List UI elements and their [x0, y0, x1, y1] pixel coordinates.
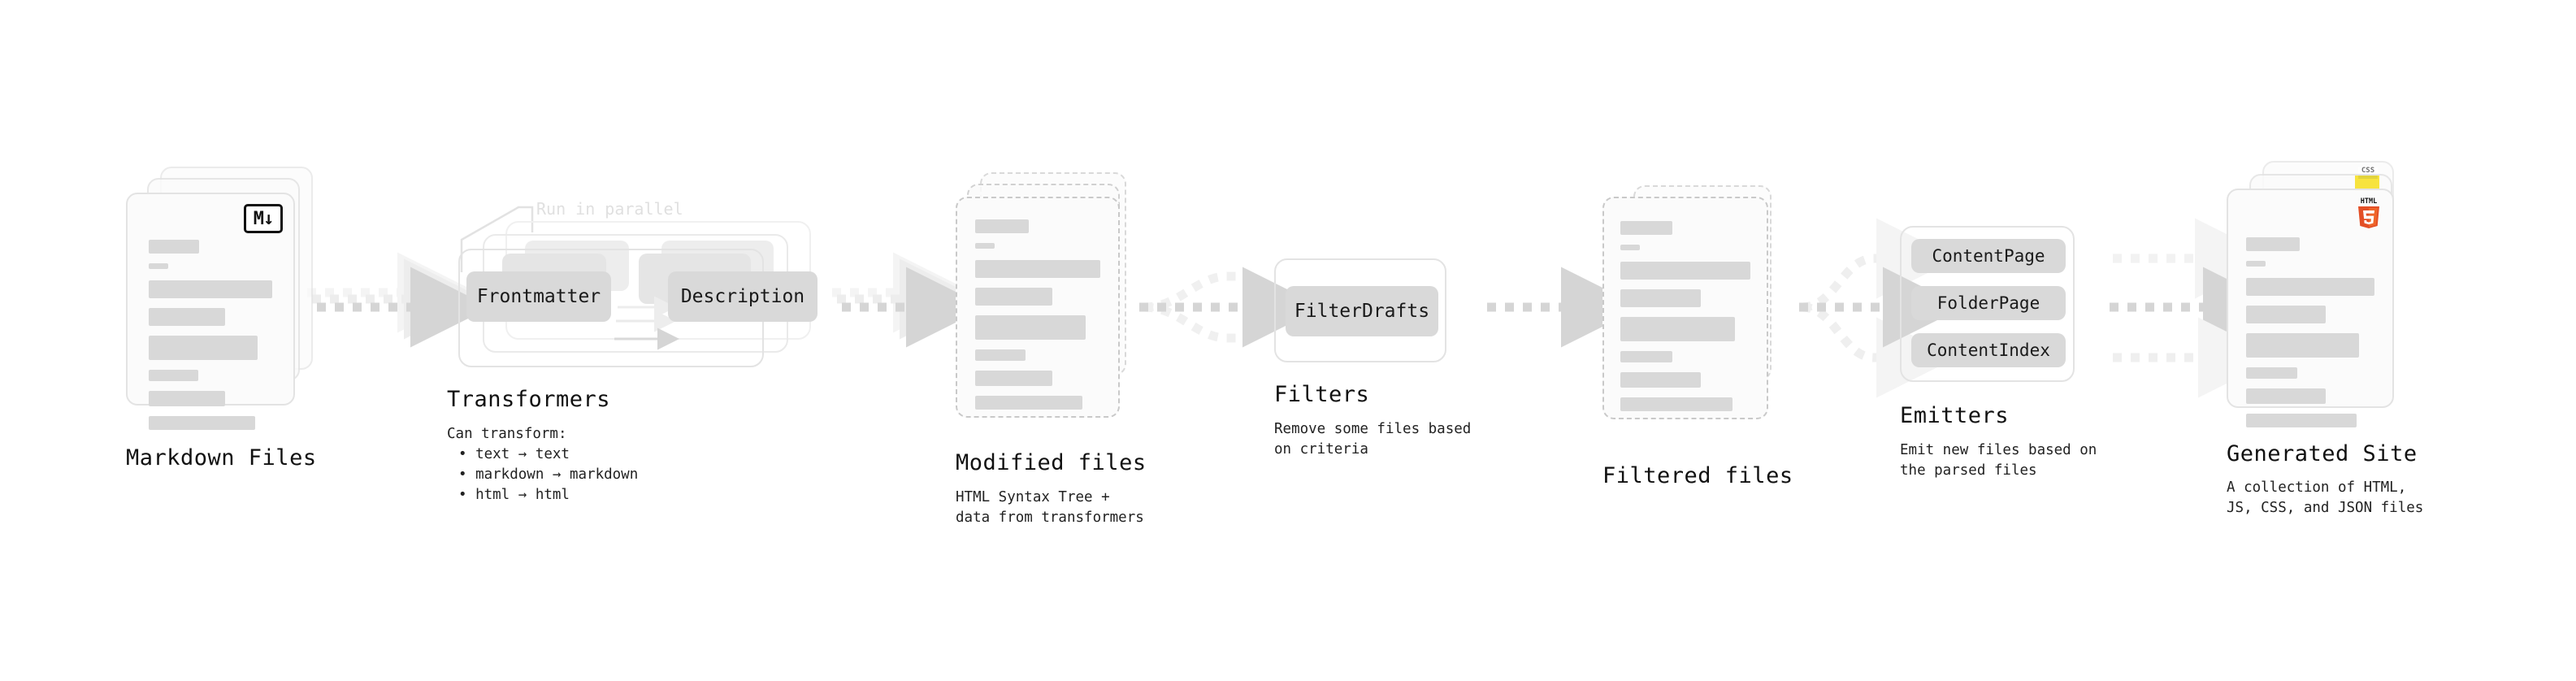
connector-emitters-to-site — [2110, 218, 2283, 398]
transformers-bullet-2: • html → html — [458, 487, 570, 503]
stage-markdown-files: M↓ Markdown Files — [126, 167, 316, 471]
stage-subtitle-filters: Remove some files based on criteria — [1274, 421, 1472, 458]
stage-filtered-files: Filtered files — [1602, 185, 1793, 488]
document-card-front: HTML — [2227, 189, 2394, 427]
doc-placeholder-lines — [149, 240, 272, 440]
stage-title-modified-files: Modified files — [956, 450, 1147, 475]
html5-icon: HTML — [2358, 197, 2379, 228]
generated-doc-stack: CSS HTML — [2227, 161, 2422, 427]
emitter-chip-folderpage[interactable]: FolderPage — [1911, 286, 2066, 320]
transformer-chip-description[interactable]: Description — [668, 271, 817, 322]
transformers-bullet-1: • markdown → markdown — [458, 466, 639, 483]
stage-subtitle-transformers: Can transform: — [447, 426, 567, 442]
document-card-front — [1602, 197, 1768, 419]
connector-markdown-to-transformers — [307, 252, 491, 348]
javascript-icon — [2355, 176, 2379, 190]
doc-placeholder-lines — [2246, 237, 2374, 437]
connector-filtered-to-emitters — [1799, 218, 1963, 398]
filtered-doc-stack — [1602, 185, 1789, 429]
stage-generated-site: CSS HTML G — [2227, 161, 2423, 516]
stage-title-transformers: Transformers — [447, 387, 611, 412]
css-label: CSS — [2361, 167, 2375, 175]
stage-title-filtered-files: Filtered files — [1602, 463, 1793, 488]
emitter-chip-contentindex[interactable]: ContentIndex — [1911, 333, 2066, 367]
document-card-front: M↓ — [126, 193, 295, 430]
stage-subtitle-generated-site: A collection of HTML, JS, CSS, and JSON … — [2227, 479, 2424, 517]
filters-group-box: FilterDrafts — [1274, 258, 1446, 362]
stage-title-emitters: Emitters — [1900, 403, 2010, 428]
doc-placeholder-lines — [975, 219, 1100, 419]
connector-transformers-to-modified — [832, 252, 987, 348]
stage-title-markdown-files: Markdown Files — [126, 445, 317, 471]
stage-subtitle-modified-files: HTML Syntax Tree + data from transformer… — [956, 489, 1144, 527]
stage-modified-files: Modified files HTML Syntax Tree + data f… — [956, 172, 1146, 526]
stage-subtitle-emitters: Emit new files based on the parsed files — [1900, 442, 2097, 479]
filter-chip-filterdrafts[interactable]: FilterDrafts — [1286, 286, 1438, 336]
transformer-card-front: Frontmatter Description — [458, 249, 817, 367]
run-in-parallel-label: Run in parallel — [536, 199, 683, 219]
markdown-doc-stack: M↓ — [126, 167, 313, 430]
emitter-chip-contentpage[interactable]: ContentPage — [1911, 239, 2066, 273]
markdown-icon: M↓ — [244, 204, 283, 233]
stage-title-filters: Filters — [1274, 382, 1370, 407]
connector-modified-to-filters — [1139, 267, 1323, 348]
emitters-group-box: ContentPage FolderPage ContentIndex — [1900, 226, 2075, 382]
document-card-front — [956, 197, 1120, 418]
transformers-bullet-0: • text → text — [458, 446, 570, 462]
modified-doc-stack — [956, 172, 1143, 418]
doc-placeholder-lines — [1620, 221, 1750, 421]
svg-text:HTML: HTML — [2361, 197, 2377, 206]
transformer-chip-frontmatter[interactable]: Frontmatter — [466, 271, 611, 322]
stage-title-generated-site: Generated Site — [2227, 441, 2418, 466]
